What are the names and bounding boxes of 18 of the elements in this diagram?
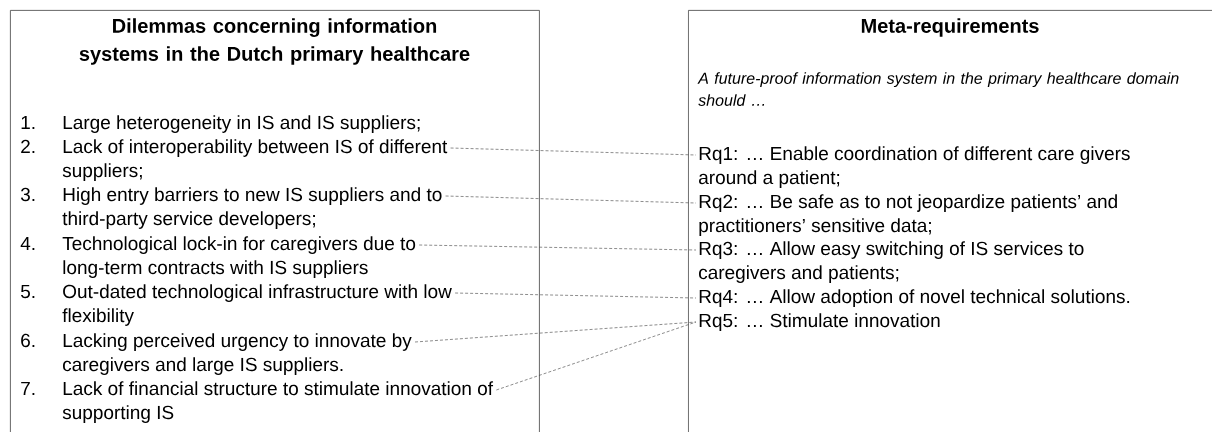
connector-line: [454, 292, 697, 299]
list-item: 2. Lack of interoperability between IS of different suppliers;: [21, 139, 448, 181]
connector-line: [450, 147, 697, 156]
list-item: 3. High entry barriers to new IS suppliers and to third-party service developers;: [20, 187, 442, 229]
list-item: Rq3: … Allow easy switching of IS services to caregivers and patients;: [699, 241, 1084, 283]
list-item: 6. Lacking perceived urgency to innovate by caregivers and large IS suppliers.: [21, 333, 412, 375]
connector-line: [418, 244, 697, 251]
list-item: Rq2: … Be safe as to not jeopardize patients’ and practitioners’ sensitive data;: [699, 194, 1117, 236]
list-item: Rq5: … Stimulate innovation: [699, 313, 940, 331]
connector-line: [496, 321, 697, 391]
list-item: Rq1: … Enable coordination of different care givers around a patient;: [699, 146, 1130, 188]
list-item: 5. Out-dated technological infrastructure with low flexibility: [20, 284, 452, 326]
connector-line: [445, 195, 697, 204]
connector-line: [414, 321, 697, 343]
list-item: 1. Large heterogeneity in IS and IS suppliers;: [21, 115, 420, 133]
list-item: 4. Technological lock-in for caregivers due to long-term contracts with IS suppliers: [20, 236, 416, 278]
list-item: 7. Lack of financial structure to stimulate innovation of supporting IS: [21, 381, 494, 423]
list-item: Rq4: … Allow adoption of novel technical solutions.: [699, 289, 1130, 307]
